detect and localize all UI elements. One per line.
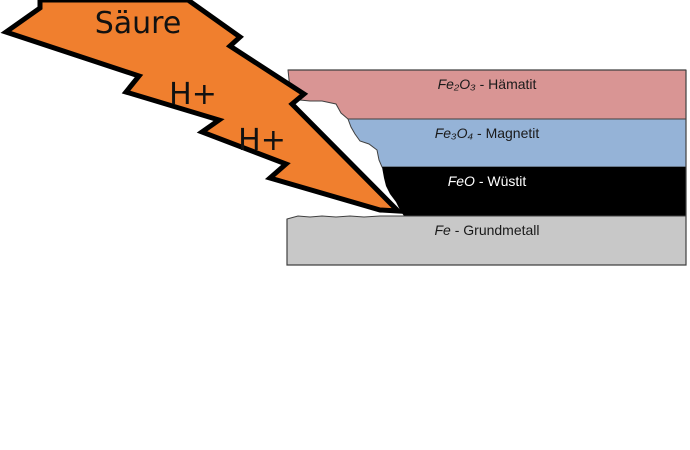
lightning-bolt-shape <box>0 0 405 214</box>
wustite-layer <box>382 167 686 216</box>
hematite-formula: Fe₂O₃ <box>438 76 477 92</box>
magnetite-label: Fe₃O₄ - Magnetit <box>435 125 540 141</box>
wustite-separator: - <box>475 173 487 189</box>
hematite-label: Fe₂O₃ - Hämatit <box>438 76 537 92</box>
lightning-bolt-icon: Säure H+ H+ <box>0 0 405 214</box>
acid-label: Säure <box>95 6 182 41</box>
base-metal-separator: - <box>451 222 463 238</box>
layer-stack-frame <box>286 70 687 266</box>
wustite-name: Wüstit <box>487 173 526 189</box>
proton-label-1: H+ <box>169 77 217 112</box>
base-metal-label: Fe - Grundmetall <box>434 222 539 238</box>
base-metal-name: Grundmetall <box>463 222 539 238</box>
wustite-label: FeO - Wüstit <box>448 173 527 189</box>
proton-label-2: H+ <box>238 123 286 158</box>
base-metal-formula: Fe <box>434 222 451 238</box>
magnetite-formula: Fe₃O₄ <box>435 125 474 141</box>
hematite-name: Hämatit <box>488 76 536 92</box>
magnetite-name: Magnetit <box>486 125 540 141</box>
magnetite-separator: - <box>473 125 485 141</box>
hematite-separator: - <box>476 76 488 92</box>
wustite-formula: FeO <box>448 173 475 189</box>
